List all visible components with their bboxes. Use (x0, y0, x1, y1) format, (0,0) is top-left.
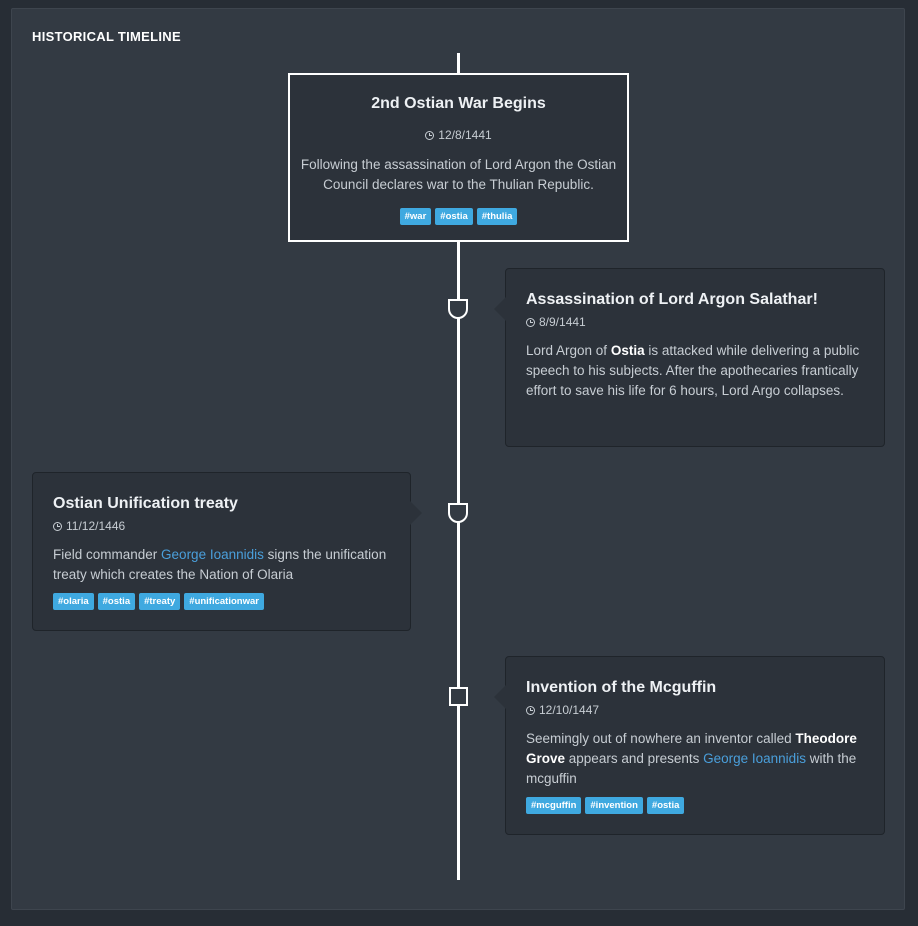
clock-icon (425, 130, 435, 140)
event-description: Lord Argon of Ostia is attacked while de… (526, 343, 860, 398)
person-link[interactable]: George Ioannidis (161, 547, 264, 562)
event-date-text: 12/8/1441 (438, 128, 492, 142)
card-pointer (494, 685, 506, 709)
event-title: Assassination of Lord Argon Salathar! (526, 291, 818, 308)
event-title: Ostian Unification treaty (53, 495, 238, 512)
clock-icon (526, 317, 535, 327)
tag[interactable]: #ostia (97, 593, 136, 610)
tag[interactable]: #unificationwar (184, 593, 264, 610)
tag[interactable]: #ostia (646, 797, 685, 814)
shield-marker-icon (448, 503, 468, 523)
square-marker-icon (449, 687, 468, 706)
event-date: 12/8/1441 (290, 128, 627, 142)
event-date: 8/9/1441 (526, 315, 586, 329)
event-card[interactable]: Ostian Unification treaty 11/12/1446 Fie… (32, 472, 422, 631)
event-card[interactable]: Invention of the Mcguffin 12/10/1447 See… (494, 656, 885, 835)
event-description: Seemingly out of nowhere an inventor cal… (526, 731, 857, 786)
card-pointer (494, 297, 506, 321)
event-date: 11/12/1446 (53, 519, 125, 533)
event-title: 2nd Ostian War Begins (371, 95, 546, 112)
event-description: Following the assassination of Lord Argo… (300, 157, 617, 192)
tag-list: #war #ostia #thulia (290, 208, 627, 225)
tag[interactable]: #war (399, 208, 432, 225)
event-date-text: 11/12/1446 (66, 519, 126, 533)
tag[interactable]: #thulia (476, 208, 518, 225)
tag[interactable]: #olaria (53, 593, 94, 610)
event-description: Field commander George Ioannidis signs t… (53, 547, 387, 582)
event-card-featured[interactable]: 2nd Ostian War Begins 12/8/1441 Followin… (288, 73, 629, 242)
card-pointer (410, 501, 422, 525)
tag[interactable]: #treaty (139, 593, 181, 610)
event-date-text: 8/9/1441 (539, 315, 586, 329)
clock-icon (526, 705, 535, 715)
tag-list: #mcguffin #invention #ostia (526, 797, 685, 814)
event-date-text: 12/10/1447 (539, 703, 600, 717)
event-title: Invention of the Mcguffin (526, 679, 717, 696)
tag[interactable]: #invention (585, 797, 643, 814)
shield-marker-icon (448, 299, 468, 319)
event-card[interactable]: Assassination of Lord Argon Salathar! 8/… (494, 268, 885, 447)
tag[interactable]: #mcguffin (526, 797, 582, 814)
section-title: HISTORICAL TIMELINE (32, 29, 181, 44)
person-link[interactable]: George Ioannidis (703, 751, 806, 766)
tag-list: #olaria #ostia #treaty #unificationwar (53, 593, 264, 610)
event-date: 12/10/1447 (526, 703, 599, 717)
highlight-text: Ostia (610, 343, 645, 358)
highlight-text: Theodore Grove (526, 731, 857, 766)
clock-icon (53, 521, 62, 531)
timeline-line (457, 53, 460, 880)
tag[interactable]: #ostia (435, 208, 473, 225)
